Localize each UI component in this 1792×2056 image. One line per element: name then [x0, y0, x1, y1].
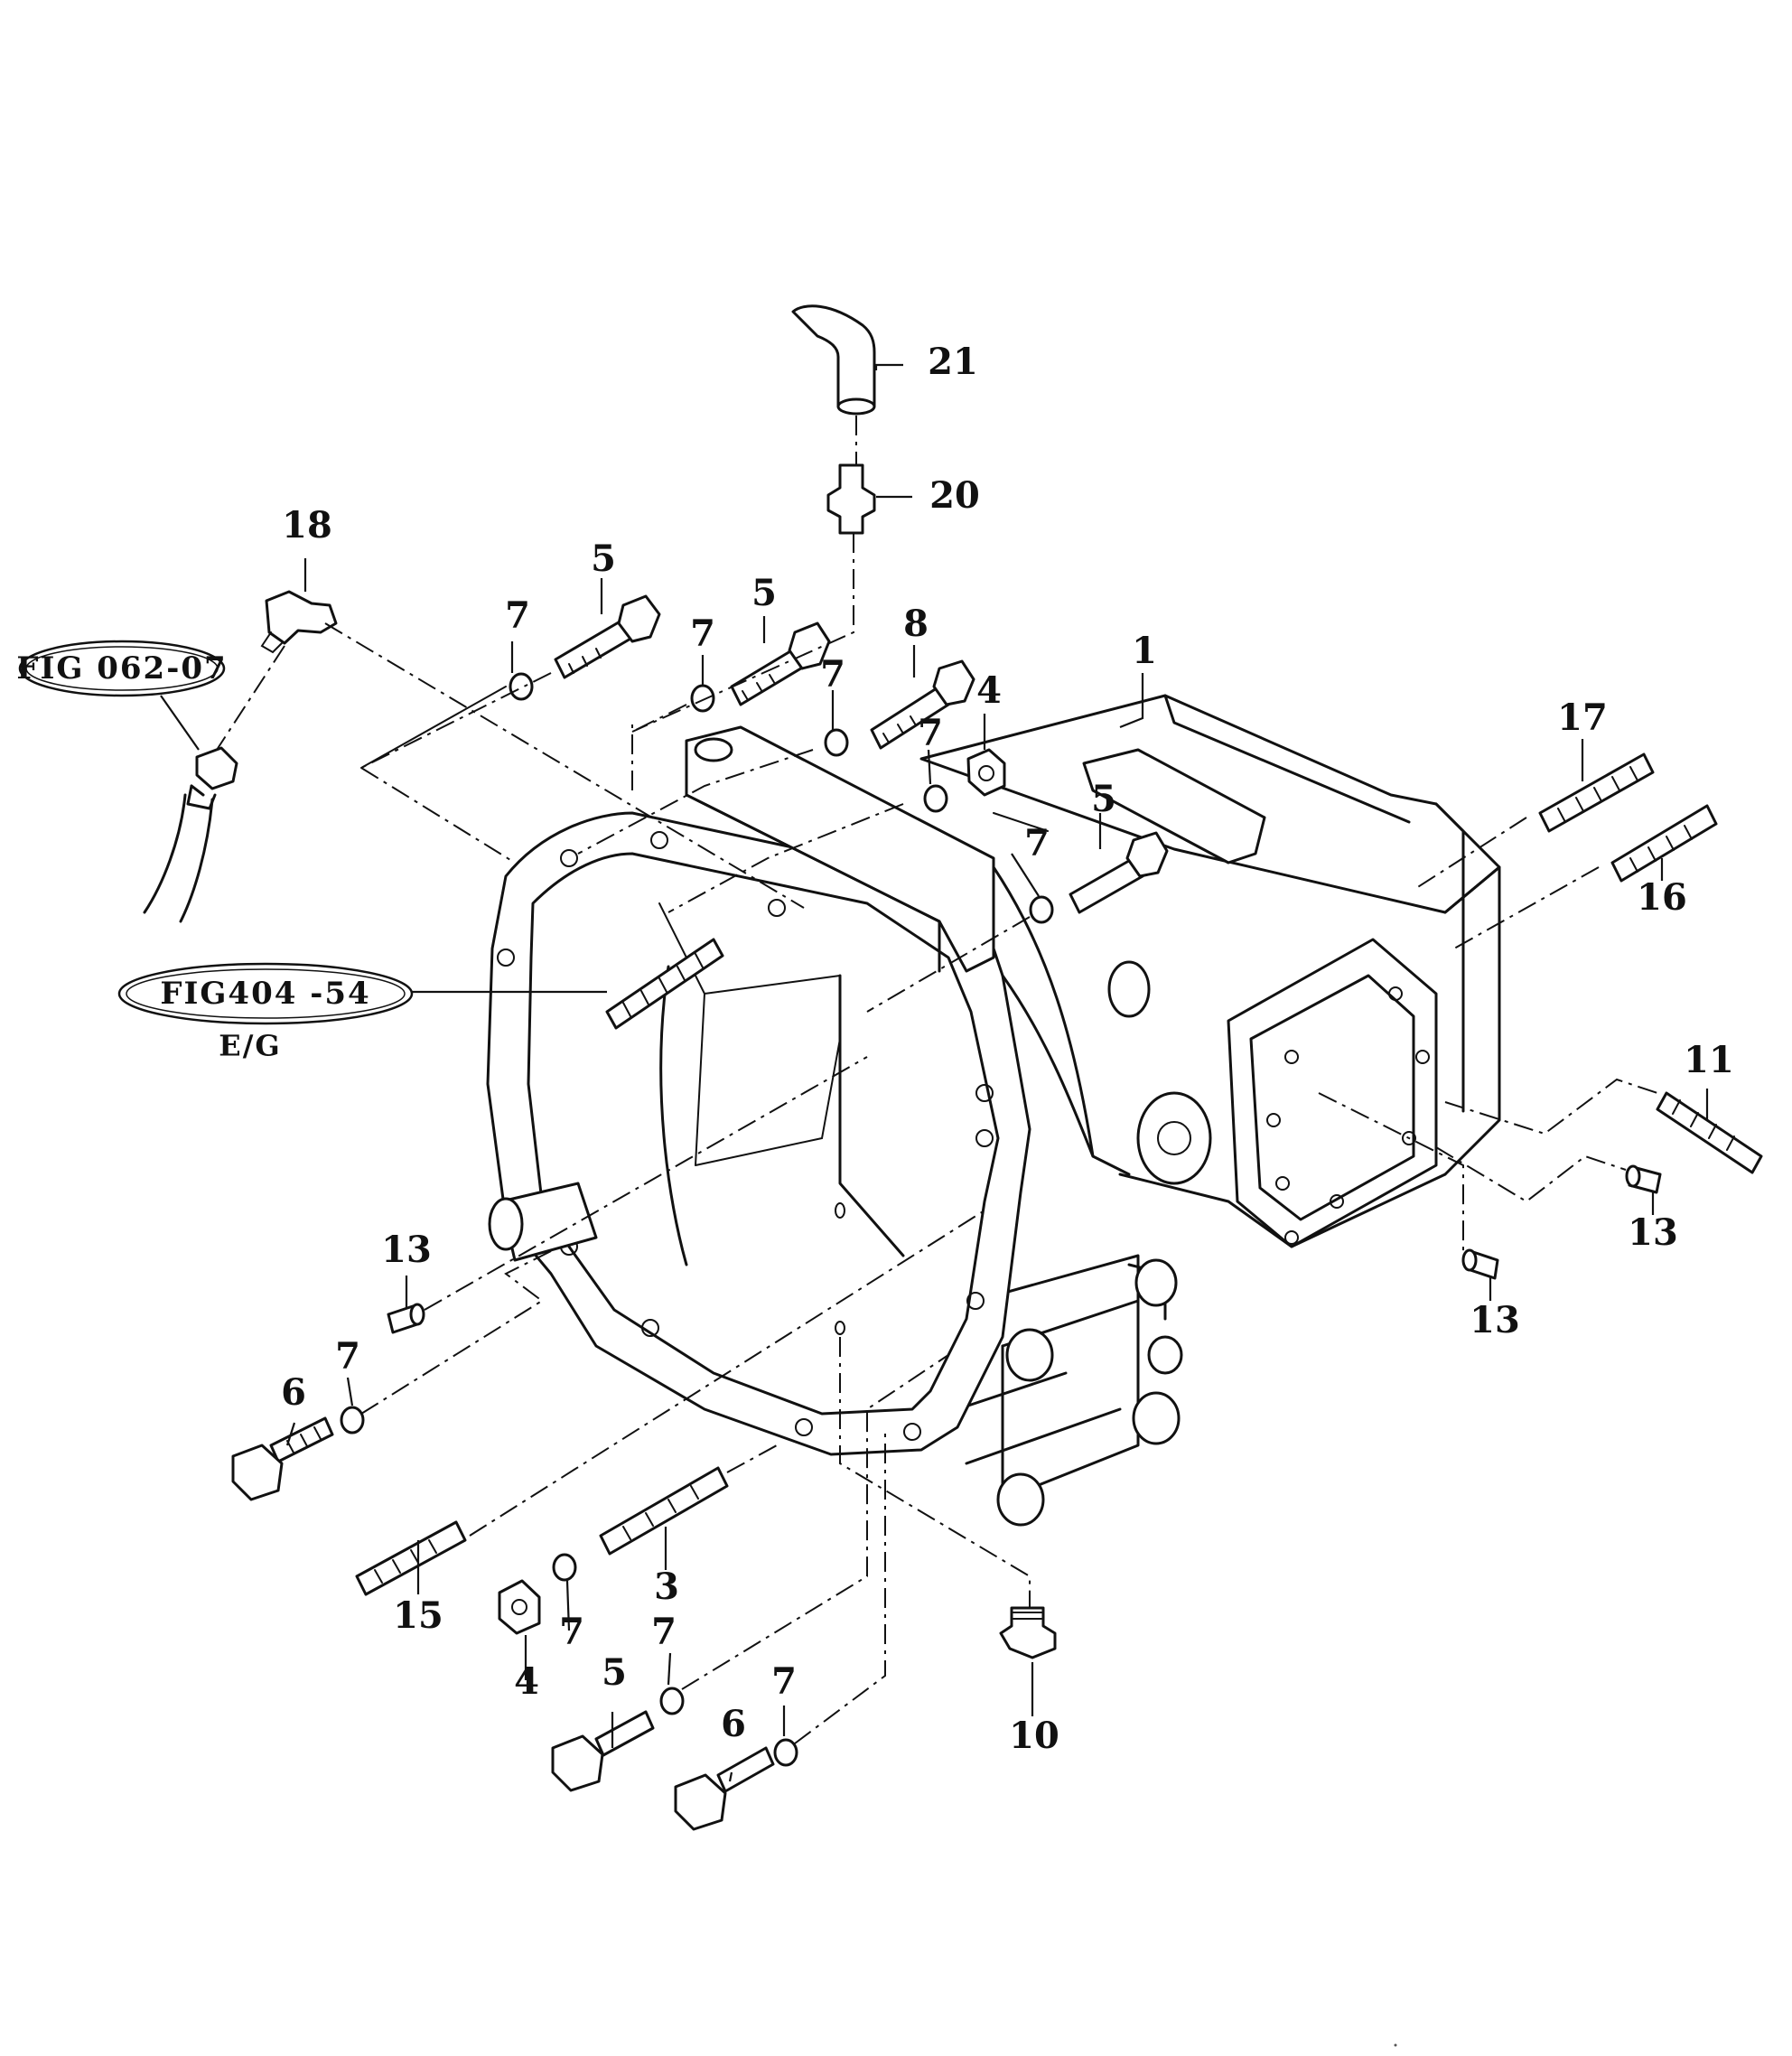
- clutch-housing: [919, 694, 1501, 1527]
- ref-fig-062-07: FIG 062-07: [16, 640, 227, 697]
- washer-7-a: [509, 672, 534, 701]
- label-part-11: 11: [1684, 1039, 1734, 1081]
- washer-7-g: [552, 1553, 577, 1582]
- label-part-7-i: 7: [771, 1660, 797, 1703]
- stud-left: [605, 938, 724, 1030]
- label-part-3: 3: [654, 1565, 679, 1608]
- label-part-13-c: 13: [1470, 1299, 1520, 1341]
- label-part-7-g: 7: [559, 1611, 584, 1653]
- label-part-7-b: 7: [690, 612, 715, 655]
- label-part-4-a: 4: [976, 669, 1002, 712]
- part-labels: 21 20 18 5 5 8 1 4 7 7 7 7 7 5 17 16 11 …: [281, 341, 1734, 1757]
- washer-7-d: [923, 784, 948, 813]
- scan-speck: [1394, 2043, 1397, 2047]
- bolt-5-upper-left: [554, 594, 661, 679]
- dowel-13-right: [1625, 1164, 1662, 1194]
- stud-3: [599, 1466, 729, 1556]
- label-part-7-d: 7: [918, 712, 943, 754]
- ref-label-fig-404-54: FIG404 -54: [160, 976, 370, 1012]
- breather-fitting-20: [826, 463, 876, 535]
- nut-4-upper: [966, 748, 1006, 797]
- washer-7-b: [690, 684, 715, 713]
- stud-16: [1610, 804, 1718, 883]
- elbow-fitting-18: [260, 590, 338, 654]
- bolt-5-right: [1069, 831, 1169, 914]
- ref-label-fig-062-07: FIG 062-07: [16, 650, 227, 687]
- drain-plug-10: [999, 1606, 1057, 1659]
- bolt-6-lower: [674, 1746, 775, 1831]
- label-part-7-e: 7: [1024, 822, 1050, 864]
- label-part-7-f: 7: [335, 1335, 360, 1378]
- ref-label-engine: E/G: [219, 1029, 281, 1063]
- dowel-13-left: [387, 1303, 425, 1334]
- assembly-lines: [216, 416, 1658, 1744]
- label-part-18: 18: [282, 504, 332, 547]
- label-part-7-a: 7: [505, 594, 530, 637]
- bolt-5-lower: [551, 1710, 655, 1792]
- label-part-13-b: 13: [1628, 1211, 1678, 1254]
- nut-4-lower: [498, 1579, 541, 1635]
- label-part-5-d: 5: [602, 1651, 627, 1694]
- breather-hose-21: [791, 304, 876, 416]
- stud-17: [1538, 752, 1655, 833]
- bolt-5-upper-middle: [730, 621, 831, 706]
- bolt-6-left: [231, 1416, 334, 1501]
- label-part-20: 20: [929, 474, 980, 517]
- washer-7-e: [1029, 895, 1054, 924]
- washer-7-f: [340, 1406, 365, 1435]
- label-part-5-b: 5: [751, 572, 777, 614]
- label-part-7-h: 7: [651, 1611, 677, 1653]
- label-part-6-b: 6: [721, 1703, 746, 1745]
- stud-11: [1656, 1091, 1763, 1174]
- leader-lines: [160, 363, 1709, 1782]
- label-part-16: 16: [1637, 876, 1687, 919]
- dowel-13-center: [1461, 1248, 1499, 1280]
- label-part-21: 21: [928, 341, 978, 383]
- label-part-4-b: 4: [514, 1660, 539, 1703]
- washer-7-i: [773, 1738, 798, 1767]
- label-part-7-c: 7: [820, 653, 845, 696]
- label-part-10: 10: [1009, 1715, 1059, 1757]
- label-part-5-c: 5: [1091, 778, 1116, 820]
- label-part-13-a: 13: [381, 1229, 432, 1271]
- stud-15: [355, 1520, 467, 1596]
- oil-pipe-assembly: [143, 746, 238, 923]
- label-part-6-a: 6: [281, 1371, 306, 1414]
- label-part-1: 1: [1132, 630, 1157, 672]
- label-part-8: 8: [903, 603, 929, 645]
- bolt-8: [870, 659, 975, 750]
- washer-7-c: [824, 728, 849, 757]
- label-part-5-a: 5: [591, 537, 616, 580]
- label-part-15: 15: [393, 1594, 443, 1637]
- label-part-17: 17: [1557, 696, 1608, 739]
- washer-7-h: [659, 1687, 685, 1715]
- ref-fig-404-54: FIG404 -54 E/G: [117, 962, 414, 1063]
